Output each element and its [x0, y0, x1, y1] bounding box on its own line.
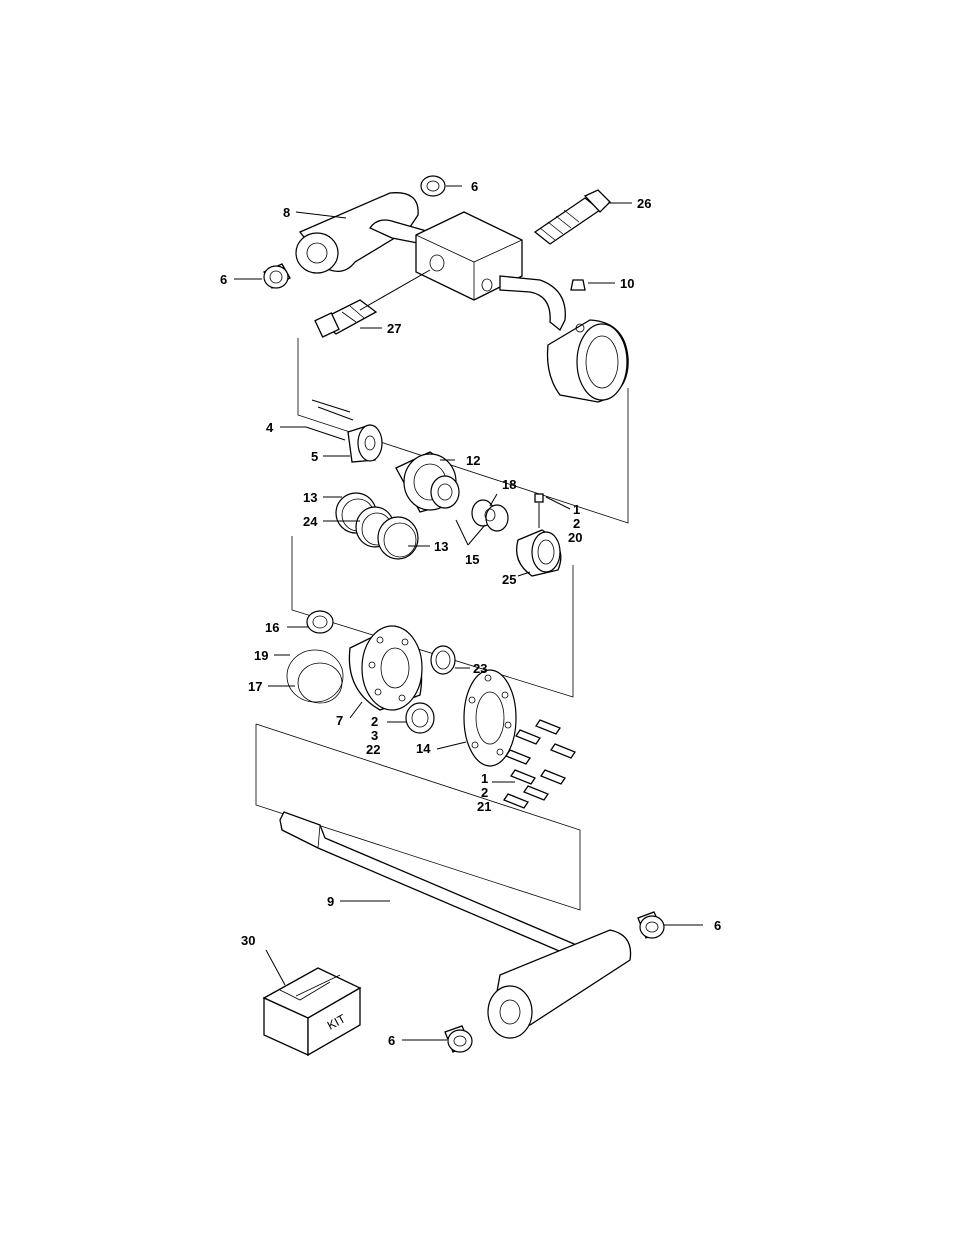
callout-2: 2	[371, 714, 378, 729]
callout-14: 14	[416, 741, 431, 756]
callout-8: 8	[283, 205, 290, 220]
rod-seal-part	[430, 645, 456, 675]
piston-rod-part	[279, 811, 632, 1039]
callout-10: 10	[620, 276, 634, 291]
capscrew-set-part	[503, 719, 576, 809]
callout-4: 4	[266, 420, 274, 435]
group-frame-upper	[297, 338, 629, 524]
callout-2: 2	[573, 516, 580, 531]
callout-26: 26	[637, 196, 651, 211]
bushing-part-top-right	[420, 175, 446, 197]
callout-24: 24	[303, 514, 318, 529]
callout-16: 16	[265, 620, 279, 635]
callout-22: 22	[366, 742, 380, 757]
kit-box-part: KIT	[262, 967, 362, 1057]
callout-6: 6	[220, 272, 227, 287]
callout-5: 5	[311, 449, 318, 464]
piston-seal-assembly-part	[395, 451, 460, 513]
bushing-part-bottom-left	[444, 1025, 473, 1053]
callout-3: 3	[371, 728, 378, 743]
bushing-part-top-left	[263, 263, 291, 289]
callout-7: 7	[336, 713, 343, 728]
callout-30: 30	[241, 933, 255, 948]
bushing-part-bottom-right	[637, 911, 665, 939]
callout-6: 6	[388, 1033, 395, 1048]
rod-gland-part	[348, 625, 423, 711]
spacer-part	[515, 529, 562, 577]
backup-ring-part	[471, 499, 509, 532]
callout-labels: 6 26 8 6 10 27 4 5 12 13 18 1 2 20 24 13…	[220, 179, 721, 1048]
callout-19: 19	[254, 648, 268, 663]
callout-20: 20	[568, 530, 582, 545]
callout-27: 27	[387, 321, 401, 336]
callout-23: 23	[473, 661, 487, 676]
callout-21: 21	[477, 799, 491, 814]
callout-17: 17	[248, 679, 262, 694]
callout-18: 18	[502, 477, 516, 492]
callout-13: 13	[303, 490, 317, 505]
callout-15: 15	[465, 552, 479, 567]
flange-part	[463, 669, 517, 767]
setscrew-part	[534, 493, 544, 528]
o-ring-part-outer	[286, 649, 344, 703]
callout-25: 25	[502, 572, 516, 587]
callout-12: 12	[466, 453, 480, 468]
wear-ring-part-lower	[377, 516, 419, 560]
callout-6: 6	[471, 179, 478, 194]
callout-6: 6	[714, 918, 721, 933]
callout-1: 1	[573, 502, 580, 517]
rod-bushing-part	[306, 610, 334, 634]
wiper-seal-part	[405, 702, 435, 734]
o-ring-part-inner	[297, 662, 343, 704]
callout-13: 13	[434, 539, 448, 554]
cylinder-barrel-part	[295, 192, 629, 403]
piston-part	[347, 424, 383, 463]
callout-1: 1	[481, 771, 488, 786]
screw-part	[305, 399, 354, 441]
cartridge-valve-part	[533, 189, 611, 245]
group-frame-lower	[255, 723, 581, 911]
callout-9: 9	[327, 894, 334, 909]
callout-2: 2	[481, 785, 488, 800]
leader-lines	[234, 185, 703, 1041]
plug-part	[570, 279, 586, 291]
